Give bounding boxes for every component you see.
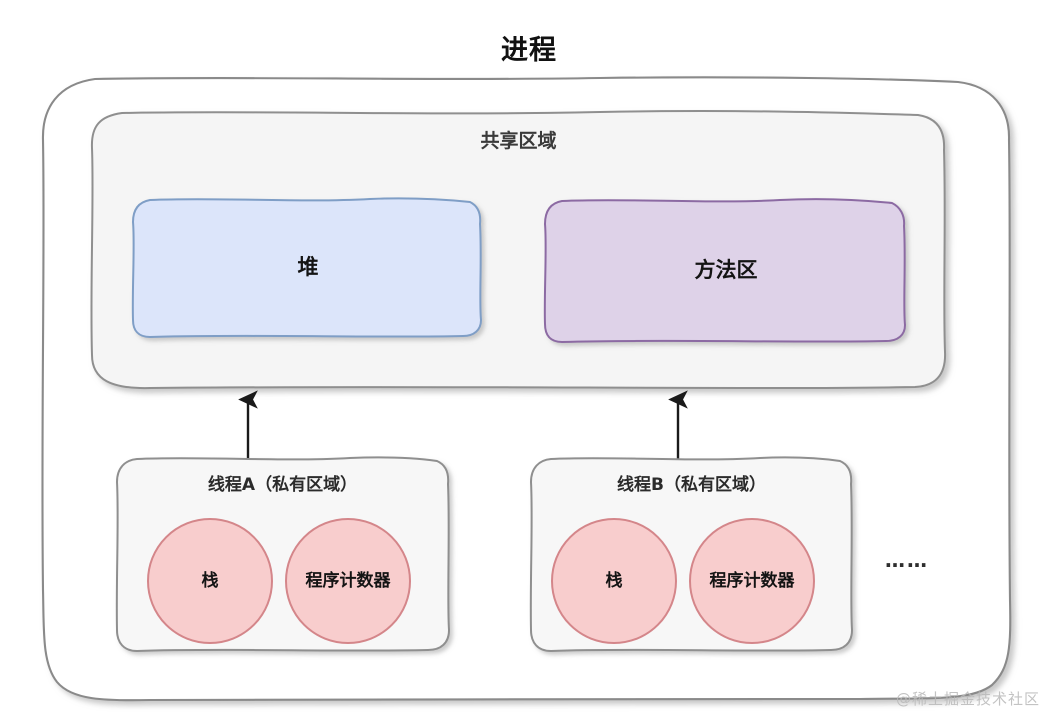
method-area-box bbox=[543, 198, 906, 343]
thread-b-box bbox=[529, 456, 853, 652]
more-threads-ellipsis: …… bbox=[885, 548, 929, 572]
thread-a-stack-circle bbox=[147, 518, 273, 644]
thread-a-program-counter-circle bbox=[285, 518, 411, 644]
watermark: @稀土掘金技术社区 bbox=[895, 690, 1040, 708]
thread-b-stack-circle bbox=[551, 518, 677, 644]
thread-a-box bbox=[115, 456, 450, 652]
heap-box bbox=[131, 197, 482, 338]
page-title: 进程 bbox=[501, 35, 557, 66]
thread-b-program-counter-circle bbox=[689, 518, 815, 644]
